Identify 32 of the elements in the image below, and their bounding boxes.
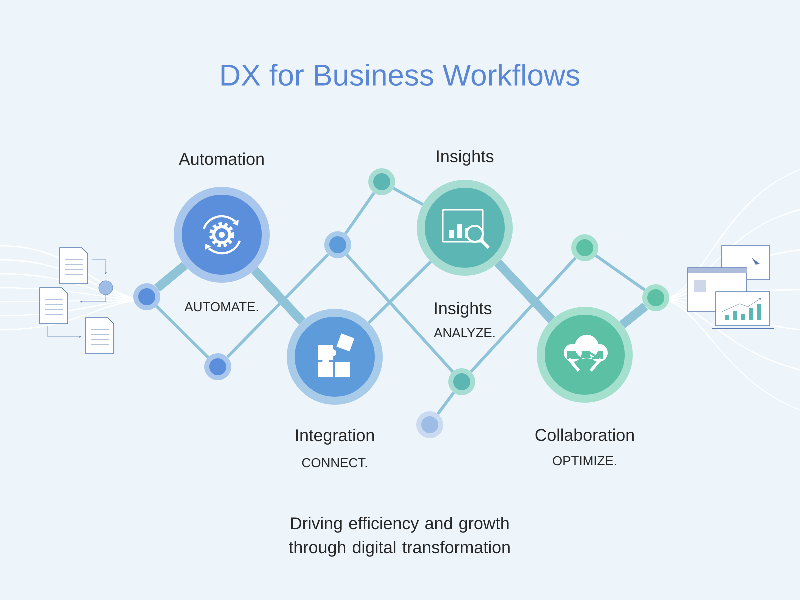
node-circle (324, 232, 352, 258)
node-circle (368, 168, 396, 196)
connector-line (154, 262, 188, 292)
connector-line (251, 267, 306, 325)
connector-line (393, 187, 424, 206)
connector-line (344, 192, 376, 235)
node-circle (416, 412, 444, 438)
node-circle (572, 234, 598, 262)
step-verb: ANALYZE. (432, 327, 498, 339)
connector-line (346, 254, 454, 373)
connector-line (620, 302, 648, 328)
step-verb: CONNECT. (300, 456, 370, 470)
title: DX for Business Workflows (222, 64, 580, 86)
step-verb: OPTIMIZE. (551, 454, 619, 468)
node-circle (448, 368, 476, 396)
caption: Driving efficiency and growth through digital transformation (289, 517, 510, 557)
connector-line (436, 392, 456, 416)
connector-line (595, 254, 646, 292)
step-heading: Insights (434, 148, 496, 168)
node-circle (134, 284, 160, 310)
step-verb: AUTOMATE. (183, 300, 261, 314)
step-heading: Collaboration (533, 427, 637, 443)
node-circle (642, 284, 670, 312)
node-circle (204, 354, 232, 380)
step-heading: Integration (293, 428, 377, 446)
connector-line (226, 254, 330, 358)
connector-line (156, 305, 210, 359)
step-heading: Insights (432, 300, 494, 320)
connector-line (368, 260, 432, 324)
connector-line (470, 256, 577, 374)
step-heading: Automation (178, 151, 266, 167)
connector-line (494, 260, 556, 324)
